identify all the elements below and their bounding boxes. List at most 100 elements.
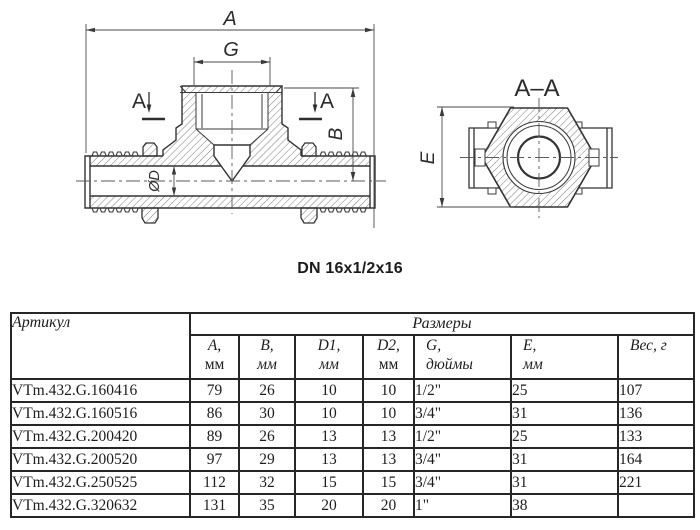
front-view: A G B ØD A A	[76, 8, 386, 228]
cell-d1: 10	[294, 378, 364, 403]
cell-article: VTm.432.G.250525	[10, 470, 191, 495]
col-b-unit: мм	[257, 356, 277, 373]
cell-a: 97	[189, 447, 240, 472]
section-arrow-stems	[148, 92, 316, 106]
cell-g: 3/4"	[413, 401, 512, 426]
technical-drawing: A G B ØD A A A–A	[76, 8, 618, 228]
col-e-unit: мм	[523, 356, 543, 373]
col-header-a: A, мм	[189, 334, 240, 380]
section-view: A–A E	[418, 75, 618, 218]
col-b-name: B,	[260, 337, 274, 354]
dimension-e: E	[418, 106, 514, 208]
extension-lines	[85, 24, 375, 228]
cell-d2: 13	[362, 447, 415, 472]
dim-label-d: ØD	[147, 170, 163, 193]
table-row: VTm.432.G.320632 131 35 20 20 1" 38	[10, 493, 696, 518]
barb-teeth-top	[91, 151, 367, 157]
dimensions-table: Артикул Размеры A, мм B, мм D1, мм D2,	[10, 312, 696, 518]
col-d1-unit: мм	[319, 356, 339, 373]
col-weight-name: Вес, г	[630, 337, 667, 354]
col-d1-name: D1,	[317, 337, 341, 354]
cell-e: 38	[510, 493, 619, 518]
col-d2-name: D2,	[377, 337, 400, 354]
table-row: VTm.432.G.250525 112 32 15 15 3/4" 31 22…	[10, 470, 696, 495]
dim-label-b: B	[326, 127, 347, 140]
dim-label-a: A	[222, 8, 236, 30]
centerlines-front	[76, 70, 386, 214]
cell-weight: 164	[616, 447, 696, 472]
col-header-g: G, дюймы	[413, 334, 512, 380]
table-row: VTm.432.G.200520 97 29 13 13 3/4" 31 164	[10, 447, 696, 472]
table-row: VTm.432.G.160516 86 30 10 10 3/4" 31 136	[10, 401, 696, 426]
col-a-unit: мм	[204, 356, 225, 373]
cell-b: 30	[238, 401, 296, 426]
cell-d2: 10	[362, 378, 415, 403]
cell-d2: 20	[362, 493, 415, 518]
cell-d2: 13	[362, 424, 415, 449]
col-header-b: B, мм	[238, 334, 296, 380]
table-header-row-2: A, мм B, мм D1, мм D2, мм G, дюймы	[11, 334, 696, 380]
cell-weight: 221	[616, 470, 696, 495]
cell-e: 25	[510, 424, 619, 449]
cell-d1: 10	[294, 401, 364, 426]
cell-b: 26	[238, 378, 296, 403]
cell-a: 86	[189, 401, 240, 426]
cell-b: 29	[238, 447, 296, 472]
barb-teeth-bottom	[91, 207, 367, 213]
cell-e: 25	[510, 378, 619, 403]
extension-lines-e	[437, 106, 514, 208]
cell-e: 31	[510, 447, 619, 472]
cell-e: 31	[510, 401, 619, 426]
section-marks: A A	[132, 90, 334, 121]
col-d2-unit: мм	[378, 356, 399, 373]
pipe-bottom-wall	[90, 196, 370, 208]
col-g-unit: дюймы	[426, 356, 473, 373]
cell-article: VTm.432.G.320632	[10, 493, 191, 518]
table-header-row-1: Артикул Размеры	[10, 312, 696, 380]
col-header-weight: Вес, г	[616, 334, 696, 380]
section-letter-left: A	[132, 90, 146, 113]
col-g-name: G,	[426, 337, 442, 354]
cell-g: 3/4"	[413, 447, 512, 472]
cell-d1: 13	[294, 447, 364, 472]
cell-d1: 15	[294, 470, 364, 495]
cell-d1: 13	[294, 424, 364, 449]
cell-weight: 136	[616, 401, 696, 426]
cell-weight: 107	[616, 378, 696, 403]
dimensions-front: A G B ØD	[85, 8, 375, 228]
cell-a: 79	[189, 378, 240, 403]
table-row: VTm.432.G.200420 89 26 13 13 1/2" 25 133	[10, 424, 696, 449]
center-body-outline	[162, 85, 302, 156]
dim-label-g: G	[223, 39, 239, 61]
cell-a: 89	[189, 424, 240, 449]
cell-article: VTm.432.G.200520	[10, 447, 191, 472]
cell-article: VTm.432.G.160516	[10, 401, 191, 426]
dimension-lines	[86, 29, 374, 196]
col-header-d2: D2, мм	[362, 334, 415, 380]
cell-b: 35	[238, 493, 296, 518]
cell-a: 131	[189, 493, 240, 518]
col-e-name: E,	[523, 337, 537, 354]
cell-d2: 10	[362, 401, 415, 426]
section-letter-right: A	[320, 90, 334, 113]
cell-article: VTm.432.G.160416	[10, 378, 191, 403]
dim-label-e: E	[418, 151, 439, 164]
section-title: A–A	[514, 75, 559, 102]
cell-weight: 133	[616, 424, 696, 449]
barb-bumps	[487, 121, 583, 195]
dn-caption: DN 16x1/2x16	[297, 260, 403, 277]
cell-b: 26	[238, 424, 296, 449]
cell-g: 3/4"	[413, 470, 512, 495]
table-row: VTm.432.G.160416 79 26 10 10 1/2" 25 107	[10, 378, 696, 403]
col-header-e: E, мм	[510, 334, 619, 380]
cell-g: 1"	[413, 493, 512, 518]
thread-bore-fill	[196, 93, 268, 145]
cell-e: 31	[510, 470, 619, 495]
col-header-d1: D1, мм	[294, 334, 364, 380]
cell-g: 1/2"	[413, 378, 512, 403]
cell-weight	[616, 493, 696, 518]
cell-a: 112	[189, 470, 240, 495]
cell-g: 1/2"	[413, 424, 512, 449]
centerlines-section	[460, 98, 618, 218]
